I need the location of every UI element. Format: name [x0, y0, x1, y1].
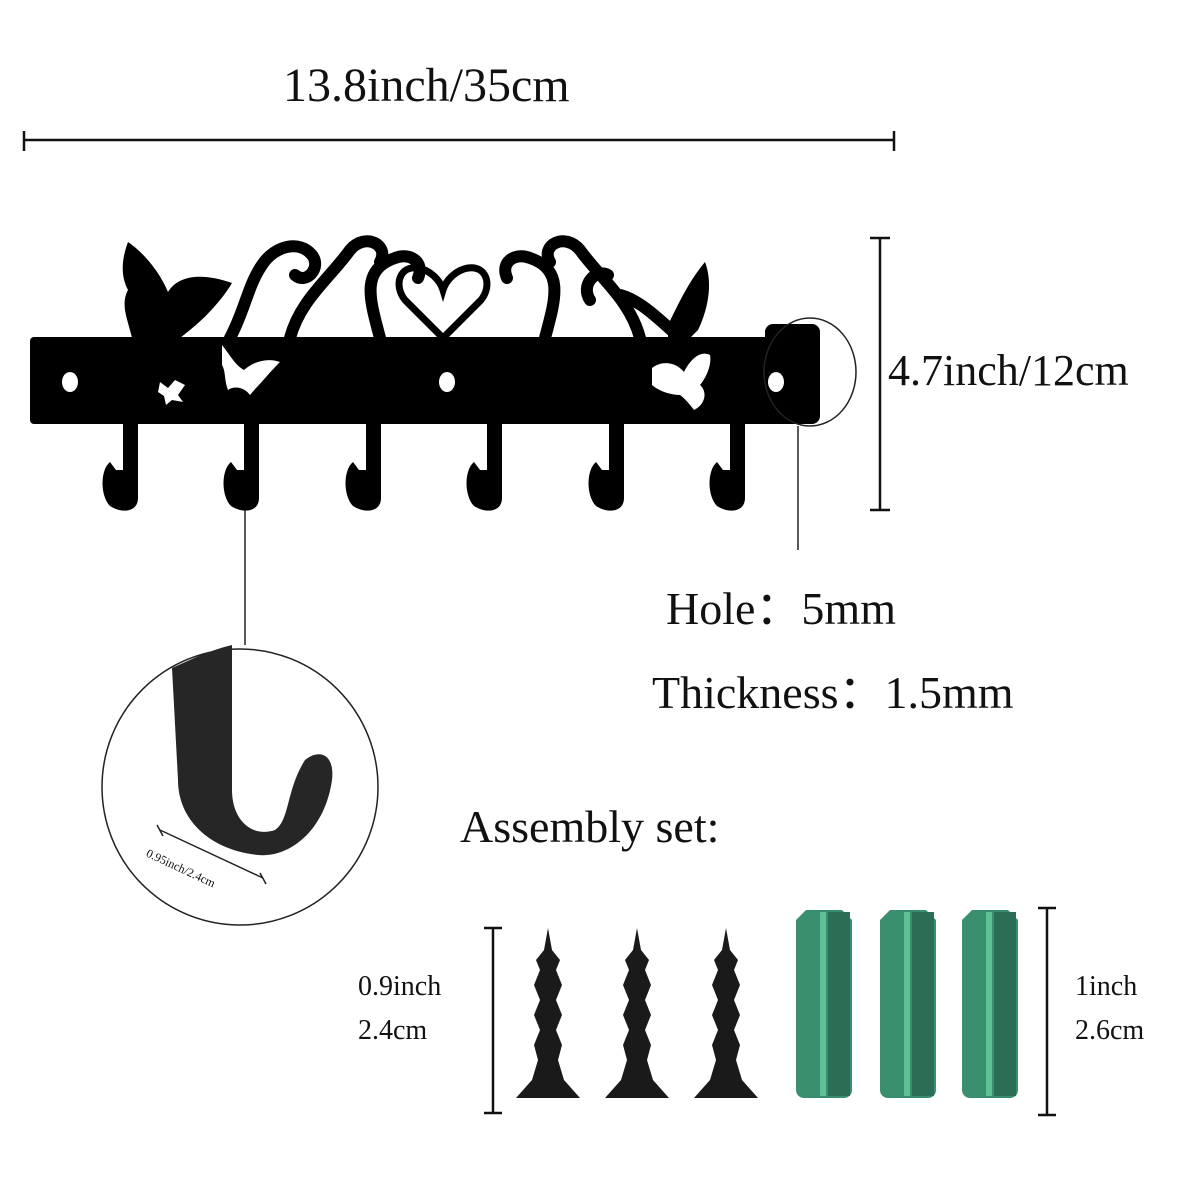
anchor-length-inch: 1inch [1075, 971, 1138, 1002]
wall-anchors-icon [796, 910, 1018, 1098]
width-dimension-label: 13.8inch/35cm [283, 59, 570, 112]
screw-dimension-line [484, 926, 502, 1115]
assembly-set-title: Assembly set: [460, 801, 720, 852]
anchor-dimension-line [1038, 906, 1056, 1117]
hole-callout [763, 317, 857, 550]
anchor-length-label: 1inch 2.6cm [1075, 965, 1144, 1053]
screw-length-label: 0.9inch 2.4cm [358, 965, 441, 1053]
width-dimension-line [22, 131, 896, 151]
hole-spec: Hole：5mm [666, 572, 896, 638]
screw-length-cm: 2.4cm [358, 1015, 428, 1046]
thickness-spec-label: Thickness： [652, 667, 885, 718]
hook-detail-callout [101, 510, 379, 926]
butterfly-cutouts [158, 345, 711, 410]
screws-icon [516, 928, 758, 1098]
hole-spec-value: 5mm [801, 583, 896, 634]
mount-holes [62, 372, 784, 392]
thickness-spec: Thickness：1.5mm [652, 656, 1014, 722]
hole-spec-label: Hole： [666, 583, 802, 634]
anchor-length-cm: 2.6cm [1075, 1015, 1145, 1046]
hooks [102, 424, 745, 511]
screw-length-inch: 0.9inch [358, 971, 442, 1002]
thickness-spec-value: 1.5mm [884, 667, 1014, 718]
height-dimension-label: 4.7inch/12cm [888, 346, 1129, 395]
height-dimension-line [870, 236, 890, 512]
